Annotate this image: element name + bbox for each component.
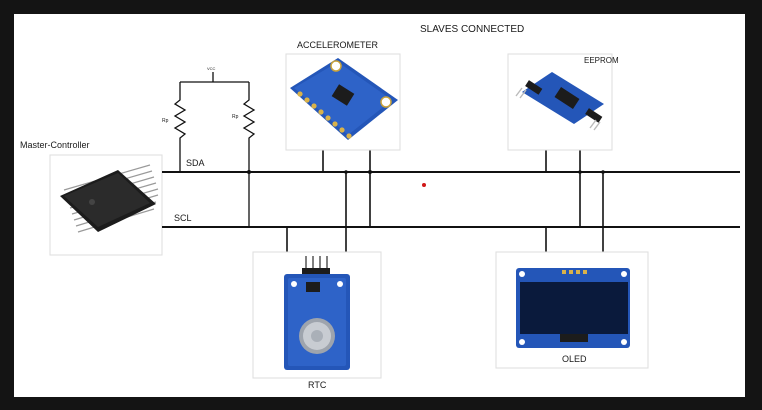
master-controller: Master-Controller (20, 140, 163, 256)
pullup-network (173, 72, 256, 227)
oled-label: OLED (562, 354, 587, 364)
marker-dot (422, 183, 426, 187)
i2c-bus: SDA SCL (162, 158, 740, 228)
accelerometer-module: ACCELEROMETER (285, 40, 401, 151)
coin-cell-battery-icon (299, 318, 335, 354)
scl-label: SCL (174, 213, 192, 223)
diagram-title: SLAVES CONNECTED (420, 24, 524, 35)
oled-screen (520, 282, 628, 334)
resistor-label-left: Rp (162, 118, 169, 124)
accelerometer-board-icon (290, 58, 398, 140)
rtc-module: RTC (252, 251, 382, 390)
eeprom-module: EEPROM (507, 53, 619, 151)
bus-junctions (247, 170, 605, 174)
vcc-label: VCC (207, 66, 216, 71)
eeprom-board-icon (515, 72, 604, 131)
eeprom-label: EEPROM (584, 56, 619, 65)
master-controller-label: Master-Controller (20, 140, 90, 150)
resistor-icon (242, 82, 256, 227)
oled-module: OLED (495, 251, 649, 369)
resistor-icon (173, 82, 187, 172)
rtc-board-icon (284, 256, 350, 370)
accelerometer-label: ACCELEROMETER (297, 40, 379, 50)
microcontroller-chip-icon (60, 164, 159, 233)
rtc-label: RTC (308, 380, 327, 390)
sda-label: SDA (186, 158, 205, 168)
resistor-label-right: Rp (232, 114, 239, 120)
slave-connections (286, 150, 604, 252)
oled-board-icon (516, 268, 630, 348)
